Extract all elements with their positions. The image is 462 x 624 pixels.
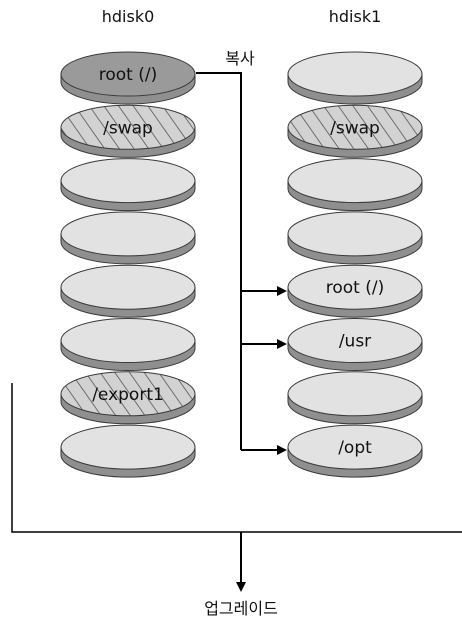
upgrade-label: 업그레이드 <box>204 599 278 618</box>
disk-slice-label: root (/) <box>99 65 157 85</box>
disk-slice <box>60 264 196 318</box>
disk-stack-hdisk0: root (/) /swap/export1 <box>60 51 196 478</box>
disk-slice-top <box>287 371 423 417</box>
disk-slice: root (/) <box>287 264 423 318</box>
disk-slice-top <box>60 158 196 204</box>
disk-slice-label: root (/) <box>326 278 384 298</box>
disk-slice: /opt <box>287 424 423 478</box>
disk-slice-top <box>60 104 196 150</box>
disk-slice-top <box>60 211 196 257</box>
disk-stack-hdisk1: /swap root (/) /usr/opt <box>287 51 423 478</box>
disk-slice-label: /opt <box>338 438 372 458</box>
copy-connector-trunk <box>196 72 242 450</box>
disk-slice <box>60 424 196 478</box>
disk-slice-top <box>60 424 196 470</box>
disk-label-hdisk1: hdisk1 <box>329 7 382 26</box>
disk-slice <box>60 318 196 371</box>
disk-slice-label: /swap <box>103 118 153 138</box>
disk-slice: /usr <box>287 318 423 371</box>
disk-slice-top <box>60 318 196 363</box>
disk-slice <box>287 371 423 425</box>
disk-slice-label: /export1 <box>92 385 164 405</box>
disk-slice-label: /swap <box>330 118 380 138</box>
disk-slice <box>287 158 423 212</box>
disk-slice: /swap <box>60 104 196 158</box>
disk-slice-top <box>287 424 423 470</box>
disk-slice-top <box>287 158 423 204</box>
copy-label: 복사 <box>225 49 255 68</box>
disk-slice <box>287 211 423 265</box>
disk-slice-top <box>287 264 423 310</box>
upgrade-bracket-line <box>11 383 462 533</box>
copy-connector <box>196 72 287 455</box>
disk-slice-top <box>287 51 423 97</box>
disk-slice-top <box>287 104 423 150</box>
disk-slice-top <box>287 211 423 257</box>
disk-slice: root (/) <box>60 51 196 105</box>
disk-slice: /export1 <box>60 371 196 425</box>
disk-slice-top <box>60 371 196 417</box>
disk-slice: /swap <box>287 104 423 158</box>
disk-slice-top <box>60 264 196 310</box>
disk-slice <box>287 51 423 105</box>
disk-slice-top <box>287 318 423 363</box>
disk-slice <box>60 158 196 212</box>
disk-slice <box>60 211 196 265</box>
upgrade-bracket <box>11 383 462 592</box>
disk-slice-top <box>60 51 196 97</box>
disk-label-hdisk0: hdisk0 <box>102 7 155 26</box>
disk-slice-label: /usr <box>339 332 371 352</box>
